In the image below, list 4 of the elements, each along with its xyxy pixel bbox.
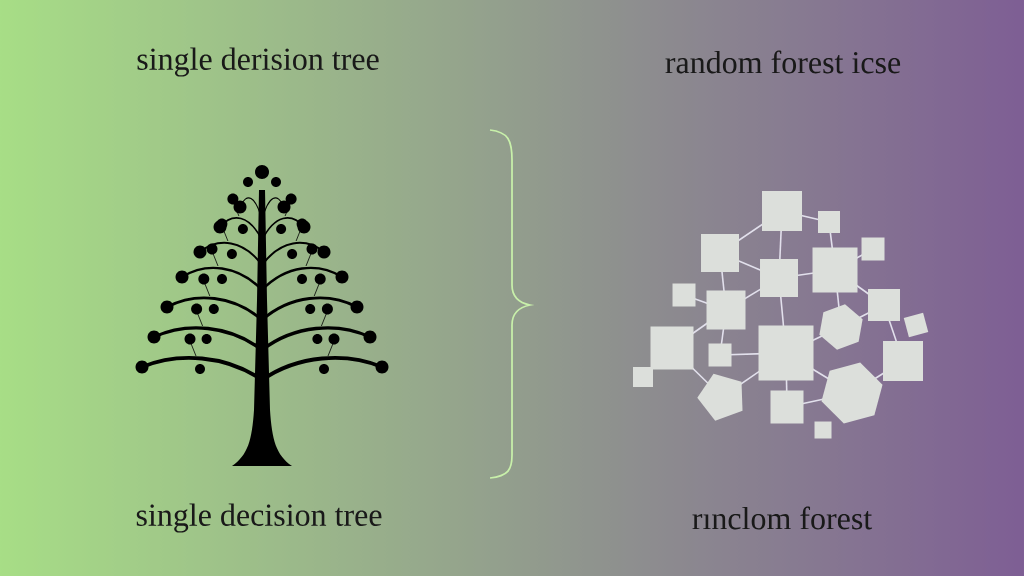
heading: random forest icse bbox=[665, 50, 901, 74]
heading: single derision tree bbox=[137, 47, 379, 77]
heading: rınclom forest bbox=[692, 506, 873, 530]
heading: single decision tree bbox=[136, 503, 382, 533]
